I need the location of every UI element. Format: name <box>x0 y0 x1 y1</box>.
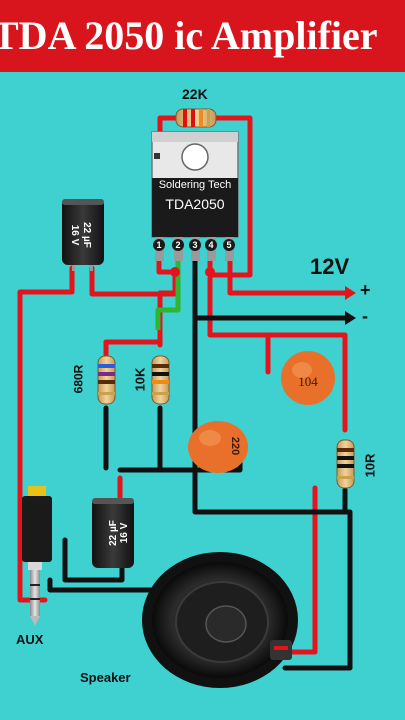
label-22k: 22K <box>182 86 208 102</box>
cap-value: 22 µF <box>81 222 92 248</box>
cap-value: 22 µF <box>108 520 119 546</box>
capacitor-top: 22 µF 16 V <box>62 199 104 271</box>
wire-left-rail <box>17 265 75 603</box>
label-supply-voltage: 12V <box>310 254 350 279</box>
wire-pin1-input <box>156 255 178 348</box>
cap-voltage: 16 V <box>69 225 80 246</box>
circuit-diagram: 1 2 3 4 5 Soldering Tech TDA2050 22 µF 1… <box>17 108 356 688</box>
wire-pin4-output <box>207 275 348 433</box>
pin-number: 2 <box>175 240 180 250</box>
title-banner: TDA 2050 ic Amplifier <box>0 0 405 72</box>
ceramic-capacitor-220: 220 <box>188 421 248 473</box>
page-title: TDA 2050 ic Amplifier <box>0 13 378 58</box>
ceramic-104-label: 104 <box>298 374 318 389</box>
junction-dot <box>205 267 215 277</box>
pin-number: 5 <box>226 240 231 250</box>
ceramic-220-label: 220 <box>229 437 241 455</box>
wire-cap2-minus <box>62 537 125 583</box>
wire-green <box>155 258 181 330</box>
wire-speaker-plus <box>285 485 318 655</box>
ic-tda2050: 1 2 3 4 5 Soldering Tech TDA2050 <box>151 131 239 261</box>
cap-voltage: 16 V <box>119 522 130 543</box>
resistor-680r <box>97 355 116 405</box>
pin-number: 4 <box>208 240 213 250</box>
black-wires <box>47 255 353 671</box>
ic-mark <box>154 153 160 159</box>
resistor-10k <box>151 355 170 405</box>
junction-dot <box>170 267 180 277</box>
junctions <box>170 267 215 277</box>
pin-number-badges: 1 2 3 4 5 <box>153 239 235 251</box>
ic-brand: Soldering Tech <box>159 179 232 191</box>
supply-arrows <box>345 286 356 325</box>
ceramic-capacitor-104: 104 <box>281 351 335 405</box>
label-speaker: Speaker <box>80 670 131 685</box>
capacitor-bottom: 22 µF 16 V <box>92 498 134 568</box>
resistor-10r <box>336 439 355 489</box>
label-10r: 10R <box>362 453 378 478</box>
label-minus: - <box>362 306 368 326</box>
wire-positive-supply <box>227 255 353 296</box>
label-10k: 10K <box>132 367 148 392</box>
pin-number: 1 <box>156 240 161 250</box>
red-wires <box>17 115 353 655</box>
label-aux: AUX <box>16 632 44 647</box>
speaker <box>142 552 298 688</box>
aux-jack <box>22 486 52 626</box>
ic-part: TDA2050 <box>165 196 224 212</box>
pin-number: 3 <box>192 240 197 250</box>
resistor-22k <box>175 108 217 128</box>
ic-mount-hole <box>181 143 209 171</box>
label-680r: 680R <box>71 364 86 394</box>
label-plus: + <box>360 280 371 300</box>
wire-cap-top <box>89 265 178 297</box>
